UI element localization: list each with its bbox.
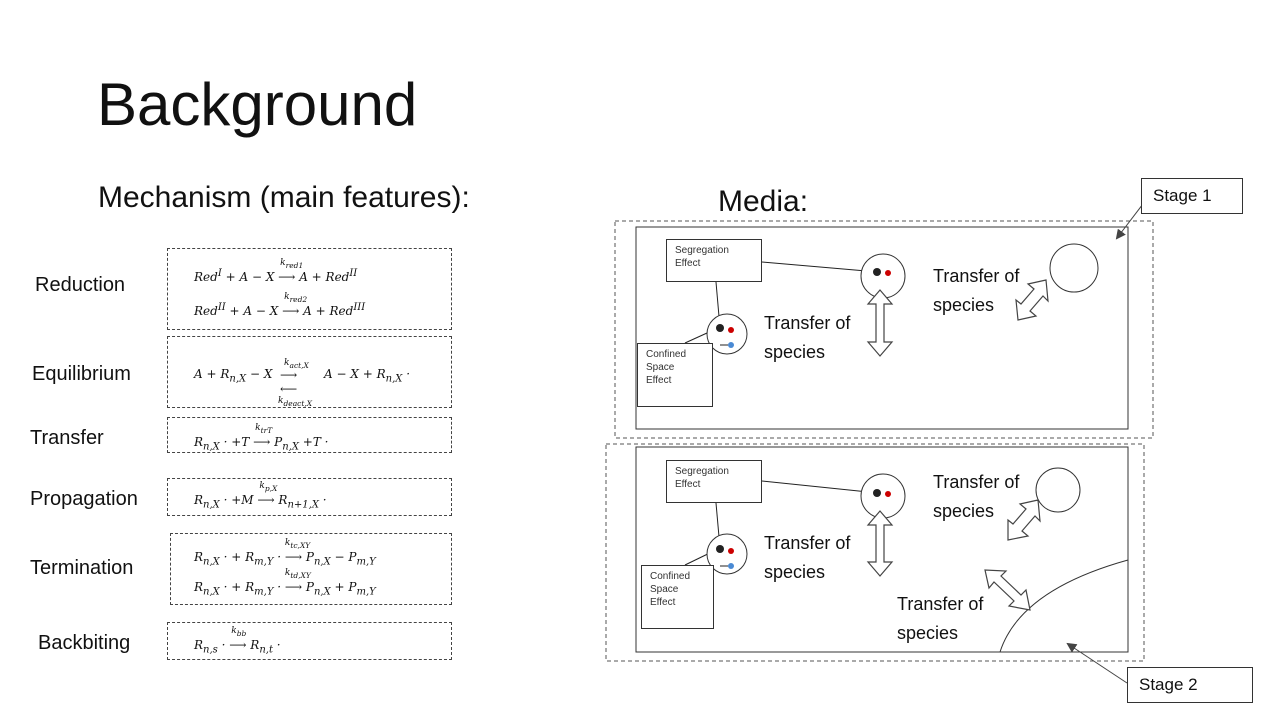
termination-equations: Rn,X · + Rm,Y · ⟶ktc,XY Pn,X − Pm,Y Rn,X… bbox=[170, 533, 452, 605]
stage1-particle-medium bbox=[860, 253, 906, 299]
backbiting-equation-box: Rn,s · ⟶kbb Rn,t · bbox=[167, 622, 452, 660]
stage1-segregation-effect-box: Segregation Effect bbox=[666, 239, 762, 282]
stage2-transfer-label-right: Transfer of species bbox=[933, 468, 1019, 526]
stage2-transfer-lower-line1: Transfer of bbox=[897, 594, 984, 614]
stage2-transfer-label-lower: Transfer of species bbox=[897, 590, 983, 648]
stage1-transfer-right-line1: Transfer of bbox=[933, 266, 1020, 286]
stage2-confined-line1: Confined bbox=[650, 571, 691, 582]
stage1-transfer-label-left: Transfer of species bbox=[764, 309, 850, 367]
stage2-confined-line2: Space bbox=[650, 584, 679, 595]
stage1-transfer-left-line1: Transfer of bbox=[764, 313, 851, 333]
step-label-propagation: Propagation bbox=[30, 488, 138, 510]
stage1-segregation-line1: Segregation bbox=[675, 245, 729, 256]
stage1-particle-small bbox=[706, 313, 748, 355]
propagation-equation: Rn,X · +M ⟶kp,X Rn+1,X · bbox=[194, 481, 327, 511]
stage2-segregation-line1: Segregation bbox=[675, 466, 729, 477]
reduction-equation-2: RedII + A − X ⟶kred2 A + RedIII bbox=[194, 292, 366, 318]
transfer-equation-box: Rn,X · +T ⟶ktrT Pn,X +T · bbox=[167, 417, 452, 453]
stage2-segregation-line2: Effect bbox=[675, 479, 701, 490]
stage1-confined-space-box: Confined Space Effect bbox=[637, 343, 713, 407]
stage2-transfer-lower-line2: species bbox=[897, 623, 959, 643]
stage2-particle-large bbox=[1035, 467, 1081, 513]
stage2-vertical-double-arrow bbox=[866, 510, 894, 577]
stage2-confined-space-box: Confined Space Effect bbox=[641, 565, 714, 629]
stage2-transfer-left-line1: Transfer of bbox=[764, 533, 851, 553]
termination-equation-1: Rn,X · + Rm,Y · ⟶ktc,XY Pn,X − Pm,Y bbox=[194, 538, 376, 568]
transfer-equation: Rn,X · +T ⟶ktrT Pn,X +T · bbox=[194, 423, 329, 453]
backbiting-equation: Rn,s · ⟶kbb Rn,t · bbox=[194, 626, 281, 656]
stage1-particle-large bbox=[1049, 243, 1099, 293]
stage1-transfer-label-right: Transfer of species bbox=[933, 262, 1019, 320]
stage2-particle-small bbox=[706, 533, 748, 575]
stage1-confined-line2: Space bbox=[646, 362, 675, 373]
stage1-confined-line1: Confined bbox=[646, 349, 687, 360]
step-label-transfer: Transfer bbox=[30, 427, 104, 449]
stage1-transfer-left-line2: species bbox=[764, 342, 826, 362]
step-label-reduction: Reduction bbox=[35, 274, 126, 296]
stage2-particle-arc bbox=[999, 559, 1129, 653]
media-heading: Media: bbox=[718, 185, 809, 218]
stage2-lower-double-arrow bbox=[984, 569, 1031, 611]
stage2-inner-frame bbox=[635, 446, 1129, 653]
stage1-inner-frame bbox=[635, 226, 1129, 430]
step-label-backbiting: Backbiting bbox=[38, 632, 131, 654]
stage2-label-box: Stage 2 bbox=[1127, 667, 1253, 703]
step-label-equilibrium: Equilibrium bbox=[32, 363, 131, 385]
stage1-dashed-frame bbox=[614, 220, 1154, 439]
stage1-vertical-double-arrow bbox=[866, 289, 894, 357]
stage1-segregation-line2: Effect bbox=[675, 258, 701, 269]
mechanism-heading: Mechanism (main features): bbox=[98, 181, 470, 214]
stage2-dashed-frame bbox=[605, 443, 1145, 662]
propagation-equation-box: Rn,X · +M ⟶kp,X Rn+1,X · bbox=[167, 478, 452, 516]
stage1-transfer-right-line2: species bbox=[933, 295, 995, 315]
stage2-diagonal-double-arrow bbox=[1007, 499, 1041, 541]
step-label-termination: Termination bbox=[30, 557, 134, 579]
stage2-pointer-arrow bbox=[1066, 642, 1128, 684]
stage1-confined-line3: Effect bbox=[646, 375, 672, 386]
reduction-equation-1: RedI + A − X ⟶kred1 A + RedII bbox=[194, 258, 358, 284]
stage2-particle-medium bbox=[860, 473, 906, 519]
stage2-transfer-left-line2: species bbox=[764, 562, 826, 582]
stage1-label-box: Stage 1 bbox=[1141, 178, 1243, 214]
reduction-equations: RedI + A − X ⟶kred1 A + RedII RedII + A … bbox=[167, 248, 452, 330]
stage2-transfer-right-line2: species bbox=[933, 501, 995, 521]
stage2-confined-line3: Effect bbox=[650, 597, 676, 608]
termination-equation-2: Rn,X · + Rm,Y · ⟶ktd,XY Pn,X + Pm,Y bbox=[194, 568, 376, 598]
slide-title: Background bbox=[97, 71, 418, 138]
stage2-transfer-label-left: Transfer of species bbox=[764, 529, 850, 587]
stage2-transfer-right-line1: Transfer of bbox=[933, 472, 1020, 492]
stage2-segregation-effect-box: Segregation Effect bbox=[666, 460, 762, 503]
stage1-diagonal-double-arrow bbox=[1015, 279, 1049, 321]
